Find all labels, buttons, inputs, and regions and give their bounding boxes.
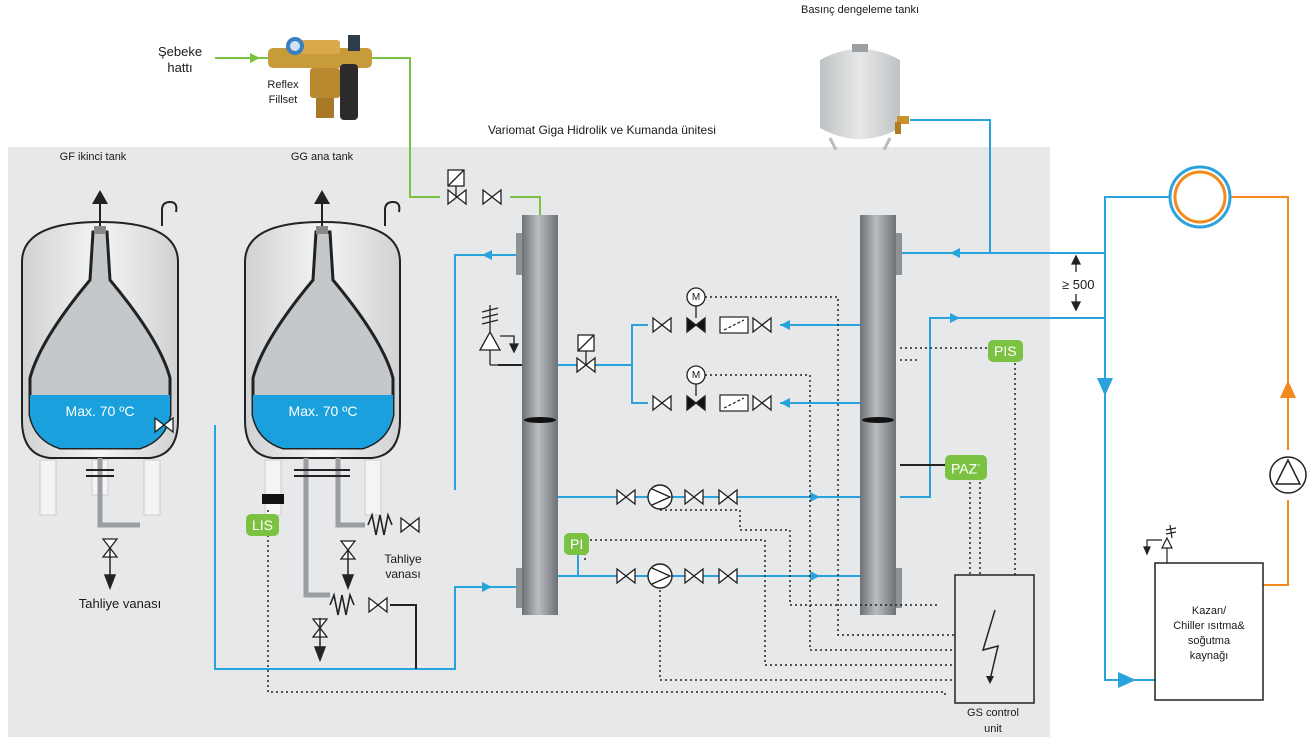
expansion-tank-label: Basınç dengeleme tankı — [800, 4, 920, 16]
gg-tank — [244, 190, 401, 598]
expansion-tank — [820, 44, 909, 151]
right-column — [860, 215, 902, 615]
reflex-label-2: Fillset — [268, 94, 298, 106]
lis-tag: LIS — [246, 514, 280, 536]
valve-6 — [652, 394, 672, 412]
pis-tag-text: PIS — [994, 343, 1017, 359]
sebeke-label-2: hattı — [167, 60, 193, 75]
gg-tank-label: GG ana tank — [290, 151, 354, 163]
pi-tag: PI — [564, 533, 590, 555]
reflex-label-1: Reflex — [267, 79, 299, 91]
gg-max-temp: Max. 70 ºC — [288, 403, 358, 419]
blue-lines — [214, 119, 1170, 681]
pi-tag-text: PI — [570, 536, 584, 552]
motor-label-2: M — [691, 370, 701, 381]
valve-4 — [686, 316, 706, 334]
boiler-label-4: kaynağı — [1189, 650, 1229, 662]
lightning-icon — [981, 609, 1000, 681]
valve-1 — [482, 188, 502, 206]
left-column — [516, 215, 558, 615]
valve-14 — [718, 567, 738, 585]
valve-3 — [652, 316, 672, 334]
valve-0 — [447, 188, 467, 206]
orange-lines — [1230, 196, 1289, 586]
valve-5 — [752, 316, 772, 334]
motor-actuators — [686, 287, 706, 396]
flow-arrows — [482, 248, 1136, 688]
fill-arrow — [250, 53, 260, 63]
column-pumps — [647, 484, 673, 589]
pis-tag: PIS — [988, 340, 1023, 362]
gg-drain-label-2: vanası — [385, 567, 421, 581]
gf-tank-label: GF ikinci tank — [59, 151, 127, 163]
paz-tag-text: PAZ — [951, 460, 978, 477]
control-unit-label-2: unit — [984, 723, 1002, 735]
valve-13 — [684, 567, 704, 585]
control-unit-label-1: GS control — [967, 707, 1019, 719]
boiler-safety-valve — [1143, 524, 1177, 563]
valve-10 — [684, 488, 704, 506]
heat-exchanger-ring — [1168, 165, 1232, 229]
control-unit-box — [954, 574, 1035, 704]
lis-tag-text: LIS — [252, 517, 274, 533]
strainers — [719, 316, 749, 412]
drain-arrows — [103, 548, 355, 663]
boiler-label-3: soğutma — [1187, 635, 1231, 647]
valve-17 — [368, 596, 388, 614]
reflex-fillset-device — [268, 35, 372, 120]
gf-drain-label: Tahliye vanası — [78, 596, 162, 611]
distance-label: ≥ 500 — [1062, 277, 1095, 292]
valve-8 — [752, 394, 772, 412]
distance-marker — [1070, 254, 1082, 312]
boiler-label-2: Chiller ısıtma& — [1173, 620, 1245, 632]
boiler-box — [1154, 562, 1264, 701]
gf-tank — [21, 190, 179, 528]
sebeke-label-1: Şebeke — [157, 44, 203, 59]
gg-drain-label-1: Tahliye — [384, 552, 422, 566]
gf-max-temp: Max. 70 ºC — [65, 403, 135, 419]
paz-tag-sup: - — [977, 460, 981, 471]
valve-12 — [616, 567, 636, 585]
motor-label-1: M — [691, 292, 701, 303]
boiler-label-1: Kazan/ — [1191, 605, 1227, 617]
solenoid-valves — [447, 169, 595, 365]
signal-lines — [267, 296, 1016, 697]
compensators — [329, 512, 393, 616]
system-pump — [1269, 456, 1307, 494]
valve-15 — [154, 416, 174, 434]
variomat-unit-label: Variomat Giga Hidrolik ve Kumanda ünites… — [488, 123, 716, 137]
valve-16 — [400, 516, 420, 534]
valve-11 — [718, 488, 738, 506]
valve-7 — [686, 394, 706, 412]
orange-arrow — [1280, 380, 1296, 398]
valve-9 — [616, 488, 636, 506]
paz-tag: PAZ- — [945, 455, 987, 480]
lis-sensor-block — [262, 494, 284, 504]
safety-valve-left — [478, 305, 522, 366]
